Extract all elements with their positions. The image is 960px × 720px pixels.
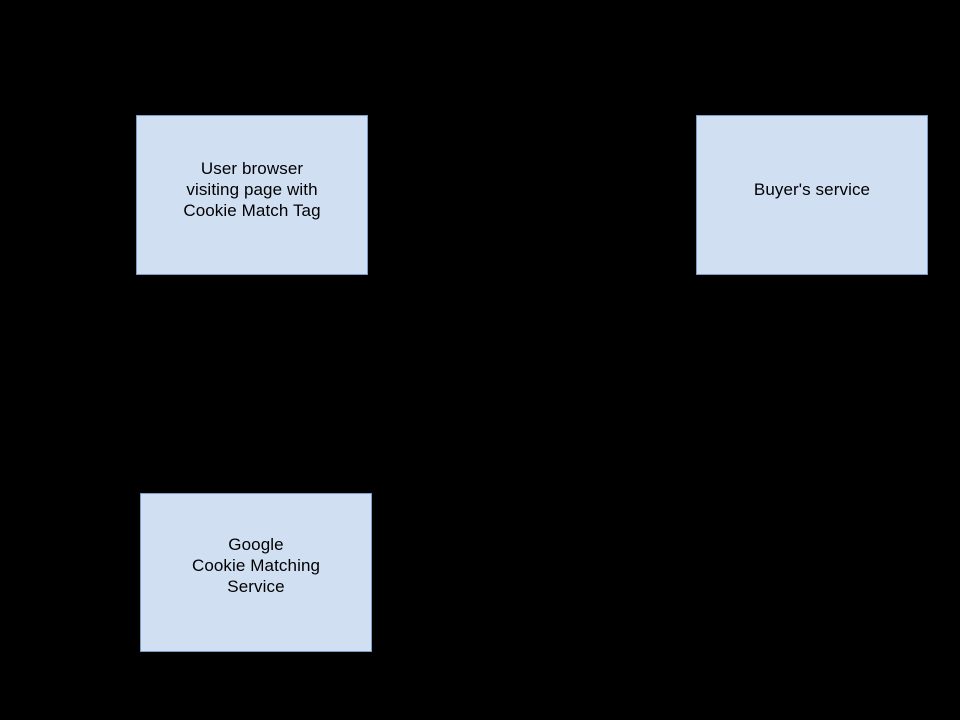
node-google-cookie-matching-service[interactable]: Google Cookie Matching Service bbox=[140, 493, 372, 652]
node-buyers-service[interactable]: Buyer's service bbox=[696, 115, 928, 275]
node-user-browser[interactable]: User browser visiting page with Cookie M… bbox=[136, 115, 368, 275]
node-user-browser-label: User browser visiting page with Cookie M… bbox=[183, 159, 321, 220]
node-buyers-service-label: Buyer's service bbox=[753, 180, 871, 199]
node-google-cookie-matching-service-label: Google Cookie Matching Service bbox=[191, 535, 321, 596]
